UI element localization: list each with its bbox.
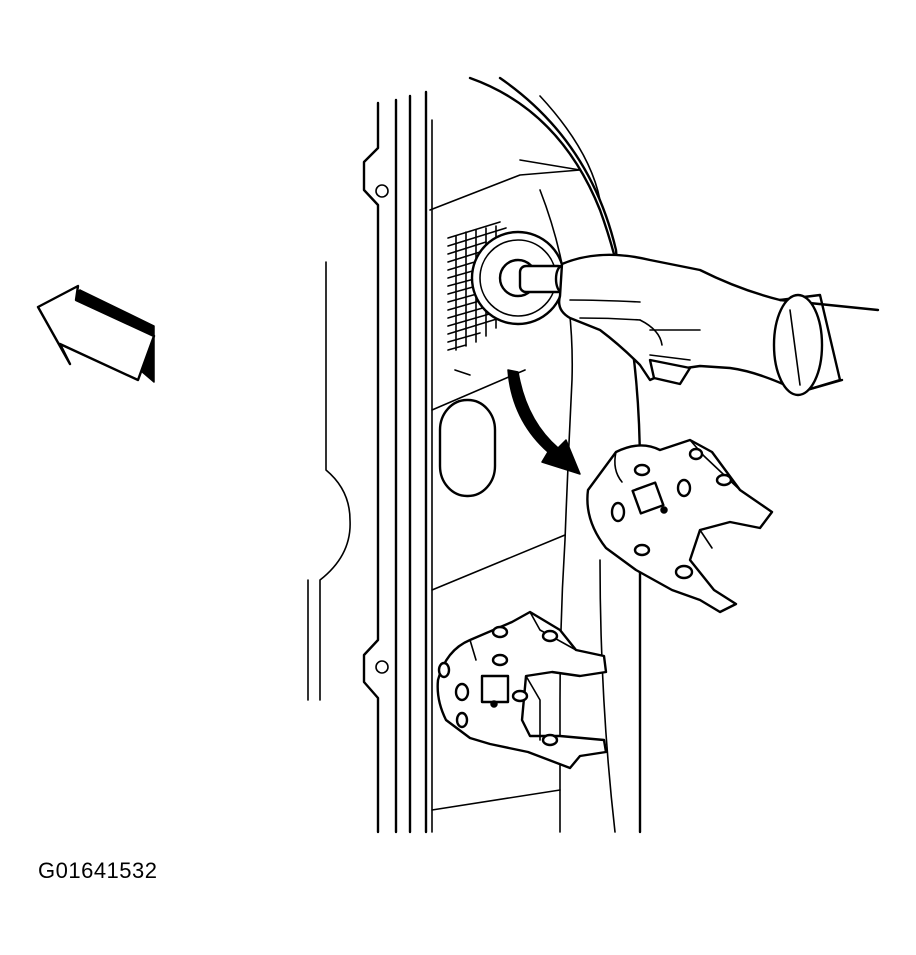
door-pillar bbox=[362, 90, 433, 834]
curved-arrow-down-icon bbox=[507, 369, 581, 475]
figure-id-label: G01641532 bbox=[38, 858, 158, 883]
door-edge bbox=[307, 261, 351, 701]
hinge-pin bbox=[470, 230, 570, 326]
upper-hinge bbox=[586, 438, 774, 614]
gloved-hand bbox=[557, 253, 880, 397]
lower-hinge bbox=[436, 610, 608, 770]
arrow-up-left-icon bbox=[36, 284, 156, 383]
access-hole bbox=[438, 398, 497, 498]
